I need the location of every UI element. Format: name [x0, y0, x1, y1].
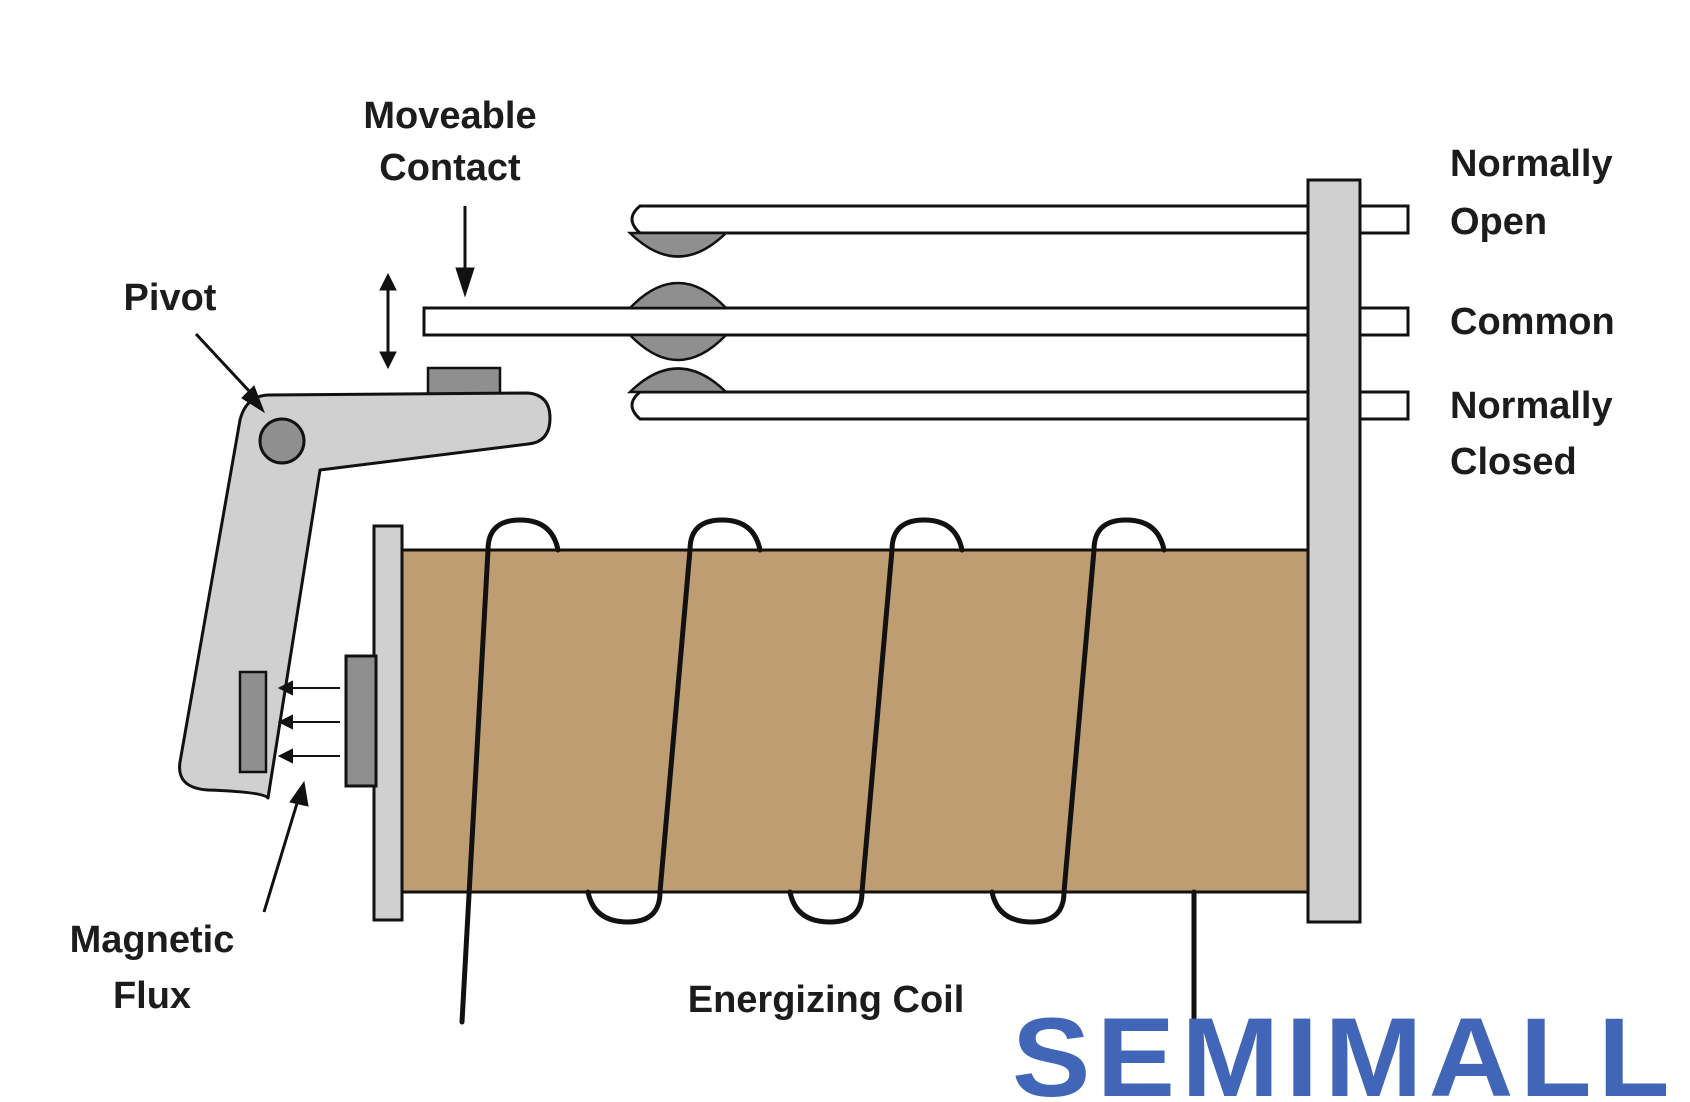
- contact-strips: [422, 204, 1410, 421]
- normally-open-strip: [630, 204, 1410, 235]
- energizing-coil-label: Energizing Coil: [688, 979, 965, 1021]
- coil-loop-bottom-3: [989, 889, 1067, 925]
- pivot-pin: [258, 417, 306, 465]
- armature: [178, 366, 552, 800]
- coil-loop-bottom-1: [585, 889, 663, 925]
- moveable-contact-label-2: Contact: [379, 147, 521, 189]
- coil-wire-2: [657, 547, 693, 895]
- normally-open-label-2: Open: [1450, 201, 1547, 243]
- nc-contact-point: [626, 367, 730, 394]
- coil-loop-top-1: [485, 517, 561, 553]
- contact-points: [626, 231, 730, 394]
- normally-open-label-1: Normally: [1450, 143, 1613, 185]
- normally-closed-label-2: Closed: [1450, 441, 1577, 483]
- moveable-contact-label-1: Moveable: [363, 95, 536, 137]
- coil-wire-3: [859, 547, 895, 895]
- coil-loop-bottom-2: [787, 889, 865, 925]
- magnetic-flux-label-2: Flux: [113, 975, 191, 1017]
- arrows: [194, 206, 475, 913]
- flux-arrows: [277, 680, 340, 764]
- common-strip: [422, 306, 1410, 337]
- coil-windings: [459, 517, 1197, 1025]
- coil-wire-4: [1061, 547, 1097, 895]
- frame-post: [1306, 178, 1362, 924]
- common-contact-top: [627, 281, 729, 310]
- labels: Moveable Contact Pivot Normally Open Com…: [70, 95, 1615, 1021]
- semimall-watermark: SEMIMALL: [1012, 995, 1676, 1102]
- magnetic-flux-label-1: Magnetic: [70, 919, 235, 961]
- coil-loop-top-4: [1091, 517, 1167, 553]
- armature-pad-bottom: [238, 670, 268, 774]
- pivot-label: Pivot: [124, 277, 217, 319]
- common-contact-bottom: [627, 333, 729, 362]
- normally-closed-label-1: Normally: [1450, 385, 1613, 427]
- armature-arm: [178, 391, 552, 800]
- common-label: Common: [1450, 301, 1615, 343]
- pivot-arrow: [194, 332, 252, 394]
- coil-wire-1: [459, 547, 491, 1025]
- coil-core: [398, 548, 1310, 894]
- coil-flange: [372, 524, 404, 922]
- pole-piece: [344, 654, 378, 788]
- flux-pointer-arrow: [262, 799, 300, 913]
- coil-loop-top-2: [687, 517, 763, 553]
- normally-closed-strip: [630, 390, 1410, 421]
- no-contact-point: [626, 231, 730, 258]
- coil-loop-top-3: [889, 517, 965, 553]
- armature-pad-top: [426, 366, 502, 398]
